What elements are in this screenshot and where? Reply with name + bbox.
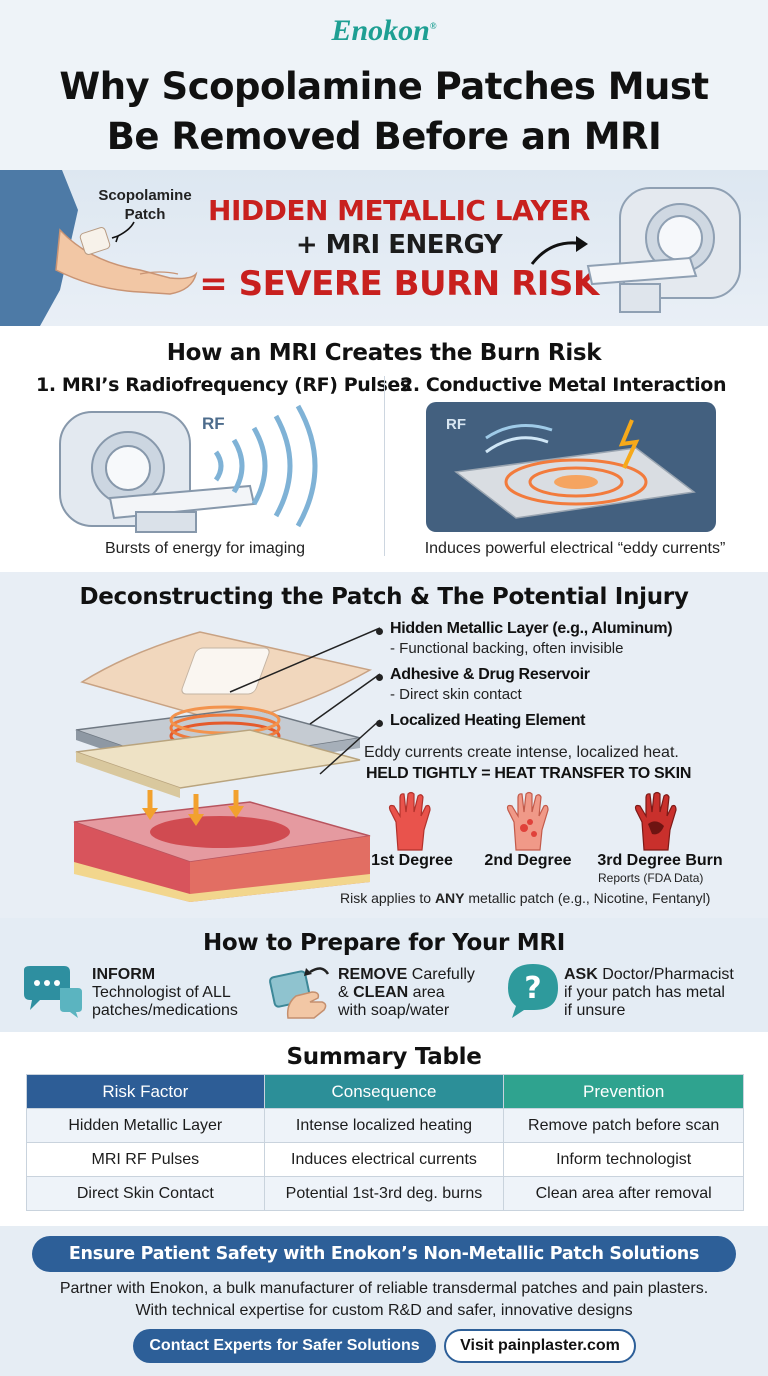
arm-illustration xyxy=(0,170,198,326)
table-cell: Clean area after removal xyxy=(503,1176,744,1211)
remove-bold: REMOVE xyxy=(338,966,408,983)
rf-label-2: RF xyxy=(446,416,466,433)
header-risk-factor: Risk Factor xyxy=(26,1074,265,1109)
bullet-metallic xyxy=(376,628,383,635)
brand-logo: Enokon® xyxy=(0,14,768,48)
chat-bubble-icon xyxy=(24,966,82,1018)
third-degree-label: 3rd Degree Burn xyxy=(597,852,723,869)
table-cell: Inform technologist xyxy=(503,1142,744,1177)
partner-text: Partner with Enokon, a bulk manufacturer… xyxy=(0,1278,768,1322)
summary-table: Risk Factor Consequence Prevention Hidde… xyxy=(26,1074,744,1211)
risk-applies-text: Risk applies to ANY metallic patch (e.g.… xyxy=(340,890,740,906)
safety-banner: Ensure Patient Safety with Enokon’s Non-… xyxy=(32,1236,736,1272)
summary-heading: Summary Table xyxy=(286,1044,482,1070)
clean-suffix: area xyxy=(408,984,445,1001)
page-title: Why Scopolamine Patches Must Be Removed … xyxy=(0,62,768,162)
hand-2nd-degree-icon xyxy=(506,791,549,851)
table-row: Direct Skin Contact Potential 1st-3rd de… xyxy=(26,1176,744,1211)
fda-reports-label: Reports (FDA Data) xyxy=(598,871,704,885)
bullet-heating xyxy=(376,720,383,727)
contact-experts-button[interactable]: Contact Experts for Safer Solutions xyxy=(133,1329,436,1363)
remove-line-3: with soap/water xyxy=(338,1002,450,1019)
inform-line-2: Technologist of ALL xyxy=(92,984,231,1001)
burn-risk-heading: How an MRI Creates the Burn Risk xyxy=(166,340,602,366)
burn-risk-section: How an MRI Creates the Burn Risk 1. MRI’… xyxy=(0,326,768,572)
step-remove: REMOVE Carefully & CLEAN area with soap/… xyxy=(338,966,475,1020)
hero-line-energy: + MRI ENERGY xyxy=(295,230,503,260)
second-degree-label: 2nd Degree xyxy=(484,852,572,869)
remove-clean-icon xyxy=(269,967,330,1019)
table-cell: Induces electrical currents xyxy=(263,1142,505,1177)
held-tightly-text: HELD TIGHTLY = HEAT TRANSFER TO SKIN xyxy=(366,765,692,782)
metallic-layer-desc: - Functional backing, often invisible xyxy=(390,640,624,657)
table-cell: Direct Skin Contact xyxy=(26,1176,265,1211)
header-consequence: Consequence xyxy=(263,1074,505,1109)
table-cell: Hidden Metallic Layer xyxy=(26,1108,265,1143)
table-cell: Remove patch before scan xyxy=(503,1108,744,1143)
first-degree-label: 1st Degree xyxy=(371,852,453,869)
risk-any: ANY xyxy=(434,890,465,906)
inform-line-3: patches/medications xyxy=(92,1002,238,1019)
adhesive-desc: - Direct skin contact xyxy=(390,686,522,703)
partner-line-2: With technical expertise for custom R&D … xyxy=(135,1302,633,1319)
inform-bold: INFORM xyxy=(92,966,156,983)
table-row: MRI RF Pulses Induces electrical current… xyxy=(26,1142,744,1177)
table-cell: Potential 1st-3rd deg. burns xyxy=(263,1176,505,1211)
remove-line-1: Carefully xyxy=(407,966,475,983)
hero-line-burn-risk: = SEVERE BURN RISK xyxy=(199,264,599,304)
eddy-caption: Induces powerful electrical “eddy curren… xyxy=(424,540,726,557)
table-header-row: Risk Factor Consequence Prevention xyxy=(26,1074,744,1109)
curved-arrow-icon xyxy=(530,236,588,265)
hand-3rd-degree-icon xyxy=(634,791,677,851)
patch-layers-illustration xyxy=(73,627,381,902)
risk-prefix: Risk applies to xyxy=(340,890,435,906)
table-cell: MRI RF Pulses xyxy=(26,1142,265,1177)
partner-line-1: Partner with Enokon, a bulk manufacturer… xyxy=(59,1280,709,1297)
ask-line-3: if unsure xyxy=(564,1002,626,1019)
metallic-layer-title: Hidden Metallic Layer (e.g., Aluminum) xyxy=(390,620,673,637)
rf-pulses-title: 1. MRI’s Radiofrequency (RF) Pulses xyxy=(36,374,411,396)
prepare-heading: How to Prepare for Your MRI xyxy=(202,930,566,956)
hero-banner: Scopolamine Patch HIDDEN METALLIC LAYER … xyxy=(0,170,768,326)
patch-section: Deconstructing the Patch & The Potential… xyxy=(0,572,768,918)
hero-line-metallic: HIDDEN METALLIC LAYER xyxy=(208,194,590,227)
mri-machine-icon xyxy=(586,187,741,313)
brand-name: Enokon xyxy=(331,14,430,47)
table-row: Hidden Metallic Layer Intense localized … xyxy=(26,1108,744,1143)
heating-element-title: Localized Heating Element xyxy=(390,712,586,729)
title-line-1: Why Scopolamine Patches Must xyxy=(59,65,709,108)
summary-section: Summary Table Risk Factor Consequence Pr… xyxy=(0,1032,768,1226)
rf-label-1: RF xyxy=(202,414,225,433)
clean-prefix: & xyxy=(338,984,354,1001)
metal-interaction-illustration xyxy=(426,402,716,532)
step-inform: INFORM Technologist of ALL patches/medic… xyxy=(92,966,238,1020)
bullet-adhesive xyxy=(376,674,383,681)
adhesive-title: Adhesive & Drug Reservoir xyxy=(390,666,590,683)
mri-rf-illustration xyxy=(59,404,318,533)
question-bubble-icon: ? xyxy=(508,964,558,1018)
svg-text:?: ? xyxy=(524,971,541,1006)
ask-line-2: if your patch has metal xyxy=(564,984,725,1001)
step-ask: ASK Doctor/Pharmacist if your patch has … xyxy=(564,966,734,1020)
ask-line-1: Doctor/Pharmacist xyxy=(597,966,734,983)
ask-bold: ASK xyxy=(564,966,598,983)
hand-1st-degree-icon xyxy=(388,791,431,851)
visit-website-button[interactable]: Visit painplaster.com xyxy=(444,1329,636,1363)
patch-heading: Deconstructing the Patch & The Potential… xyxy=(79,584,689,610)
rf-caption: Bursts of energy for imaging xyxy=(104,540,306,557)
clean-bold: CLEAN xyxy=(353,984,409,1001)
title-line-2: Be Removed Before an MRI xyxy=(106,115,662,158)
table-cell: Intense localized heating xyxy=(263,1108,505,1143)
patch-label: Scopolamine Patch xyxy=(98,187,192,223)
risk-suffix: metallic patch (e.g., Nicotine, Fentanyl… xyxy=(464,890,711,906)
column-divider xyxy=(384,376,385,556)
metal-interaction-title: 2. Conductive Metal Interaction xyxy=(400,374,727,396)
footer-section: Ensure Patient Safety with Enokon’s Non-… xyxy=(0,1226,768,1376)
prepare-section: How to Prepare for Your MRI INFORM Techn… xyxy=(0,918,768,1032)
registered-mark: ® xyxy=(429,21,437,31)
eddy-heat-text: Eddy currents create intense, localized … xyxy=(364,744,679,761)
header-prevention: Prevention xyxy=(503,1074,744,1109)
